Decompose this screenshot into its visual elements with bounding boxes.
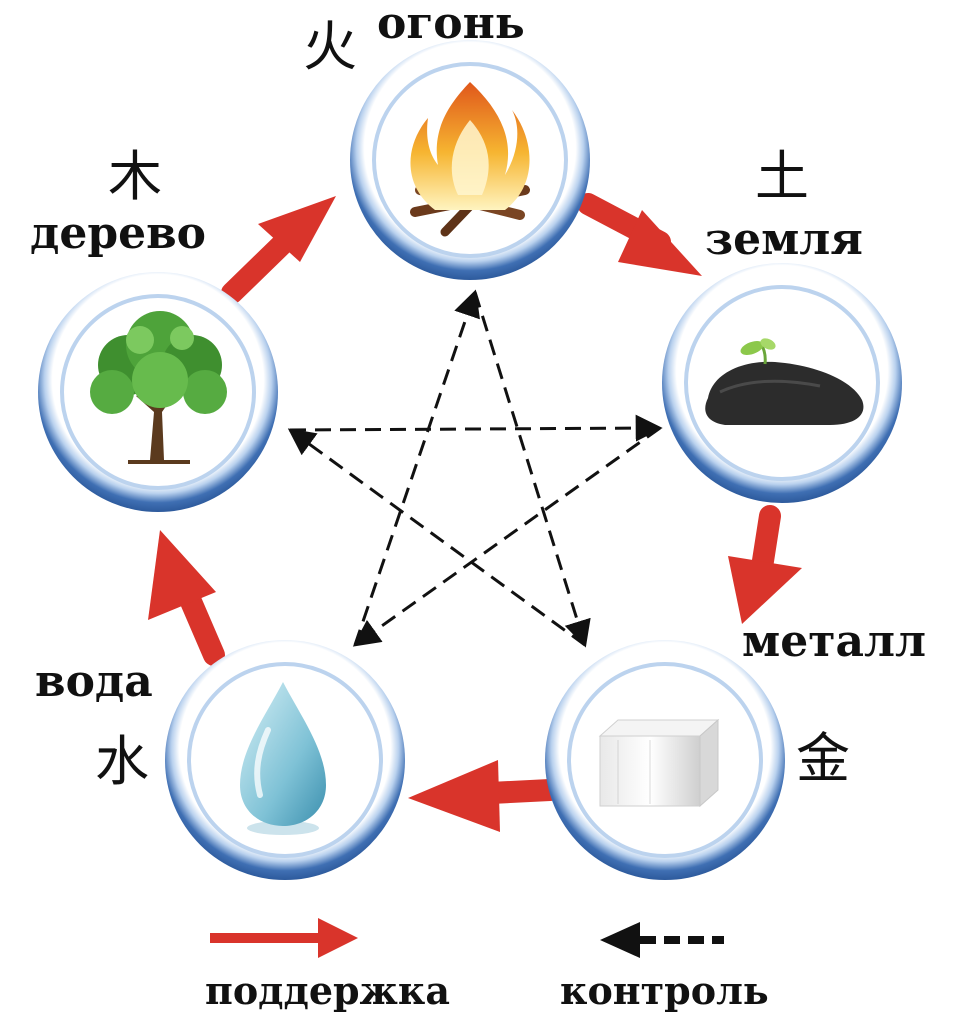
metal-ingot-icon (598, 718, 720, 808)
earth-glyph: 土 (755, 145, 809, 208)
element-water-node (165, 640, 405, 880)
support-arrows (148, 193, 802, 832)
water-glyph: 水 (95, 730, 149, 793)
water-drop-icon (240, 682, 326, 835)
support-arrow-metal-to-water (408, 760, 561, 832)
support-arrow-wood-to-fire (221, 196, 336, 304)
earth-label: земля (705, 214, 863, 265)
element-metal-node (545, 640, 785, 880)
control-arrow-metal-to-wood (287, 428, 586, 647)
water-label: вода (35, 656, 153, 707)
element-wood-node (38, 272, 278, 512)
control-arrow-water-to-fire (353, 289, 480, 646)
tree-icon (90, 311, 227, 464)
metal-glyph: 金 (796, 727, 850, 790)
element-earth-node (662, 263, 902, 503)
wood-label: дерево (30, 208, 206, 259)
support-arrow-fire-to-earth (577, 193, 702, 276)
fire-icon (410, 82, 530, 237)
legend-control-label: контроль (560, 968, 769, 1013)
element-fire-node (350, 40, 590, 280)
support-arrow-water-to-wood (148, 530, 225, 666)
metal-label: металл (742, 616, 927, 667)
fire-label: огонь (377, 0, 525, 49)
control-arrow-wood-to-earth (289, 414, 663, 442)
legend-support-arrow (210, 918, 358, 958)
control-arrows (287, 289, 663, 648)
control-arrow-fire-to-metal (473, 291, 591, 648)
legend-control-arrow (600, 922, 724, 958)
control-arrow-earth-to-water (352, 426, 661, 647)
fire-glyph: 火 (303, 15, 357, 78)
soil-sprout-icon (705, 338, 864, 425)
support-arrow-earth-to-metal (728, 505, 802, 624)
wood-glyph: 木 (108, 145, 162, 208)
legend-support-label: поддержка (205, 968, 450, 1013)
